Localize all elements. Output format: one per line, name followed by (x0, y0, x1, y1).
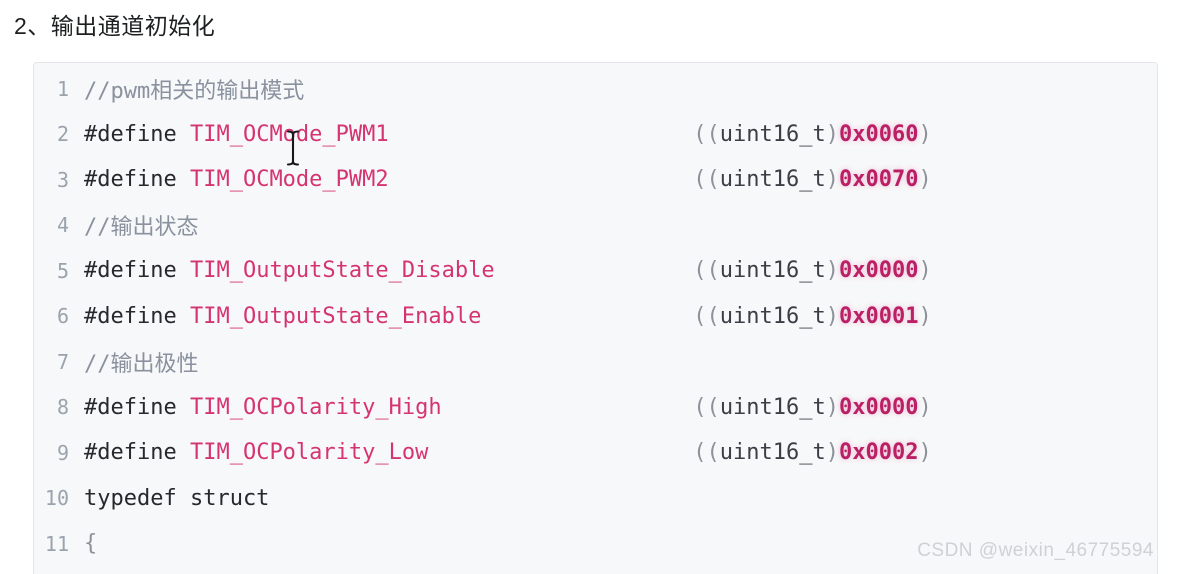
code-token-sp (495, 258, 694, 283)
code-token-cmt: //输出状态 (84, 215, 199, 241)
code-token-num: 0x0001 (839, 303, 919, 329)
code-token-id: TIM_OCPolarity_Low (189, 440, 429, 466)
code-text: #define TIM_OCMode_PWM2 ((uint16_t)0x007… (84, 167, 932, 192)
code-line: 3 #define TIM_OCMode_PWM2 ((uint16_t)0x00… (34, 157, 1157, 203)
code-text: //输出极性 (84, 346, 199, 378)
code-token-pn: (( (693, 303, 720, 329)
code-token-id: TIM_OCMode_PWM1 (189, 121, 389, 147)
code-token-num: 0x0002 (839, 440, 919, 466)
code-token-sp (389, 167, 694, 192)
code-token-pn: (( (693, 121, 720, 147)
code-token-id: TIM_OCMode_PWM2 (189, 167, 389, 193)
code-line: 10 typedef struct (34, 476, 1157, 522)
page-title: 2、输出通道初始化 (14, 13, 216, 39)
code-token-id: TIM_OutputState_Enable (189, 303, 482, 329)
code-text: //pwm相关的输出模式 (84, 73, 304, 105)
line-number: 11 (44, 531, 69, 556)
code-token-kw: typedef struct (84, 485, 270, 511)
code-line: 4 //输出状态 (34, 203, 1157, 249)
code-text: #define TIM_OutputState_Disable ((uint16… (84, 258, 932, 283)
code-line: 6 #define TIM_OutputState_Enable ((uint16… (34, 294, 1157, 340)
code-line: 1 //pwm相关的输出模式 (34, 66, 1157, 112)
code-token-ty: uint16_t (719, 167, 826, 193)
code-text: #define TIM_OutputState_Enable ((uint16_… (84, 304, 932, 329)
line-number: 9 (56, 440, 69, 465)
code-token-ty: uint16_t (719, 440, 826, 466)
code-token-pn: (( (693, 258, 720, 284)
code-token-ty: uint16_t (719, 394, 826, 420)
code-token-pn: ) (918, 303, 932, 329)
code-token-kw: #define (84, 167, 190, 193)
code-token-pn: ) (825, 121, 840, 147)
code-token-num: 0x0060 (839, 121, 919, 147)
line-number: 10 (44, 486, 69, 511)
code-line: 5 #define TIM_OutputState_Disable ((uint1… (34, 248, 1157, 294)
code-token-pn: (( (693, 167, 720, 193)
code-text: //输出状态 (84, 209, 199, 241)
watermark: CSDN @weixin_46775594 (917, 540, 1154, 561)
code-token-pn: ) (825, 258, 840, 284)
line-number: 8 (56, 395, 69, 420)
code-token-ty: uint16_t (719, 258, 826, 284)
code-token-kw: #define (84, 121, 190, 147)
code-token-id: TIM_OutputState_Disable (189, 258, 495, 284)
code-text: #define TIM_OCPolarity_Low ((uint16_t)0x… (84, 440, 932, 465)
code-block[interactable]: 1 //pwm相关的输出模式 2 #define TIM_OCMode_PWM1 ((… (33, 62, 1158, 574)
line-number: 6 (56, 304, 69, 329)
code-token-ty: uint16_t (719, 121, 826, 147)
code-token-sp (428, 440, 693, 465)
code-token-kw: #define (84, 258, 190, 284)
code-token-pn: ) (918, 394, 932, 420)
code-token-num: 0x0000 (839, 258, 919, 284)
line-number: 2 (56, 122, 69, 147)
code-line: 2 #define TIM_OCMode_PWM1 ((uint16_t)0x00… (34, 112, 1157, 158)
code-token-cmt: //输出极性 (84, 351, 199, 377)
code-token-pn: ) (825, 440, 840, 466)
code-token-kw: #define (84, 440, 190, 466)
line-number: 3 (56, 167, 69, 192)
code-line: 7 //输出极性 (34, 339, 1157, 385)
code-token-kw: #define (84, 394, 190, 420)
code-token-ty: uint16_t (719, 303, 826, 329)
code-token-num: 0x0070 (839, 167, 919, 193)
code-token-pn: (( (693, 394, 720, 420)
code-token-sp (481, 304, 693, 329)
code-token-id: TIM_OCPolarity_High (189, 394, 442, 420)
code-token-pn: ) (918, 121, 932, 147)
code-token-pn: (( (693, 440, 720, 466)
code-token-pn: ) (918, 440, 932, 466)
line-number: 1 (56, 76, 69, 101)
code-token-num: 0x0000 (839, 394, 919, 420)
line-number: 5 (56, 258, 69, 283)
code-line: 9 #define TIM_OCPolarity_Low ((uint16_t)0… (34, 430, 1157, 476)
code-line: 11 { (34, 521, 1157, 567)
code-token-pn: ) (825, 303, 840, 329)
code-token-sp (389, 122, 694, 147)
code-token-kw: #define (84, 303, 190, 329)
code-text: #define TIM_OCPolarity_High ((uint16_t)0… (84, 395, 932, 420)
line-number: 4 (56, 213, 69, 238)
code-text: typedef struct (84, 486, 269, 511)
code-token-sp (442, 395, 694, 420)
code-token-pn: ) (825, 167, 840, 193)
code-token-pn: ) (825, 394, 840, 420)
code-token-pn: ) (918, 258, 932, 284)
code-token-pn: { (84, 531, 98, 557)
code-text: { (84, 531, 97, 556)
code-text: #define TIM_OCMode_PWM1 ((uint16_t)0x006… (84, 122, 932, 147)
code-token-cmt: //pwm相关的输出模式 (84, 78, 305, 104)
code-lines: 1 //pwm相关的输出模式 2 #define TIM_OCMode_PWM1 ((… (34, 66, 1157, 567)
code-token-pn: ) (918, 167, 932, 193)
line-number: 7 (56, 349, 69, 374)
code-line: 8 #define TIM_OCPolarity_High ((uint16_t)… (34, 385, 1157, 431)
